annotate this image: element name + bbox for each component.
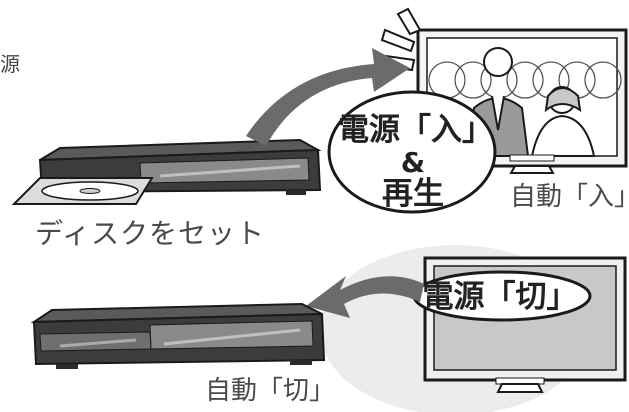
bubble-power-off-text: 電源「切」 — [422, 279, 578, 315]
bubble-power-on-line3: 再生 — [382, 176, 444, 212]
tv-auto-on-label: 自動「入」 — [510, 182, 629, 212]
recorder-bottom — [30, 302, 326, 369]
bubble-power-on-line1: 電源「入」 — [338, 112, 493, 148]
arrow-to-recorder — [306, 276, 424, 318]
insert-disc-label: ディスクをセット — [35, 217, 266, 250]
tv-off-stand — [496, 383, 544, 393]
tv-on-stand — [509, 165, 555, 174]
tv-on-people — [466, 47, 596, 157]
recorder-auto-off-label: 自動「切」 — [205, 376, 336, 406]
recorder-top — [11, 138, 322, 205]
bubble-power-on-line2: & — [400, 146, 426, 179]
arrow-to-tv — [246, 48, 410, 146]
bubble-power-on-shape — [327, 90, 497, 214]
partial-label: 源 — [0, 52, 20, 76]
